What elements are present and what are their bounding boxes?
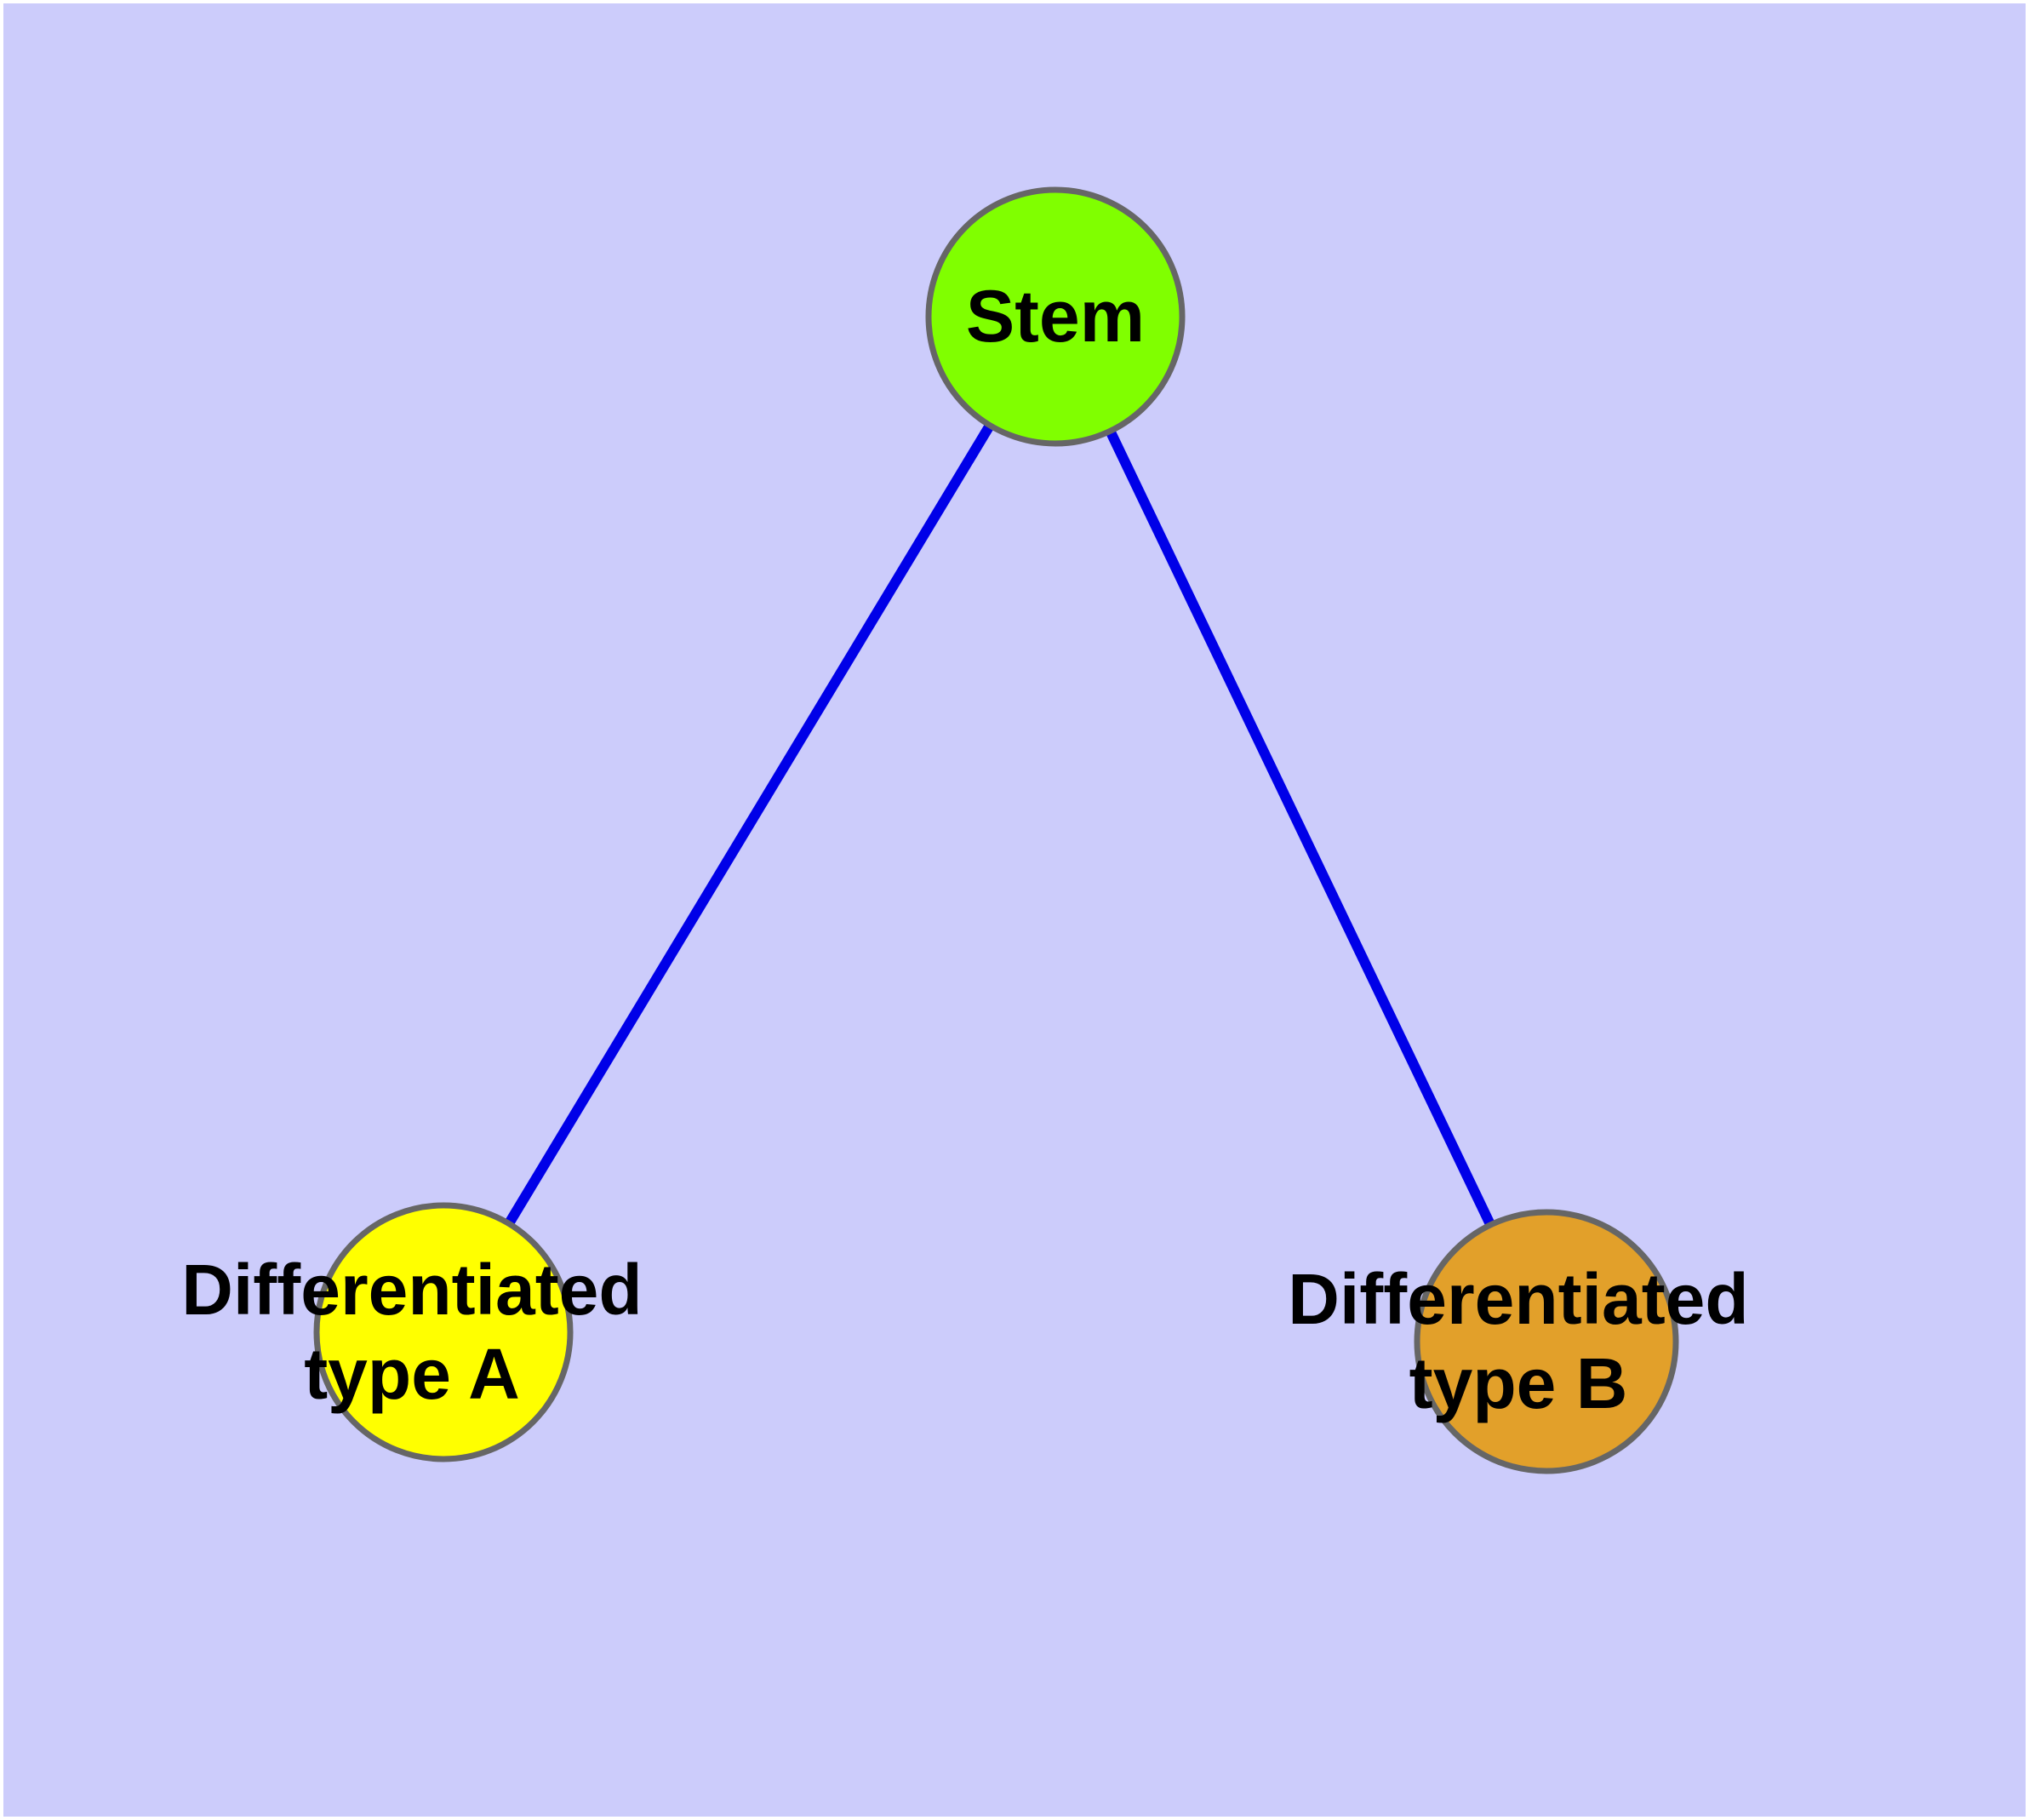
graph-node-diff_a[interactable] xyxy=(313,1202,574,1462)
graph-node-label-line: type A xyxy=(304,1334,520,1414)
graph-node-label-line: Stem xyxy=(966,276,1145,358)
graph-node-label-line: type B xyxy=(1409,1343,1628,1423)
nodes-layer xyxy=(313,186,1679,1474)
graph-node-label-line: Differentiated xyxy=(181,1250,642,1330)
graph-node-label-line: Differentiated xyxy=(1288,1259,1748,1339)
graph-node-label-stem: Stem xyxy=(966,276,1145,358)
graph-edge-stem-to-b xyxy=(1105,428,1495,1228)
graph-node-diff_b[interactable] xyxy=(1414,1209,1679,1474)
edges-layer xyxy=(504,422,1495,1228)
graph-edge-stem-to-a xyxy=(504,422,995,1227)
graph-node-stem[interactable] xyxy=(925,186,1186,447)
